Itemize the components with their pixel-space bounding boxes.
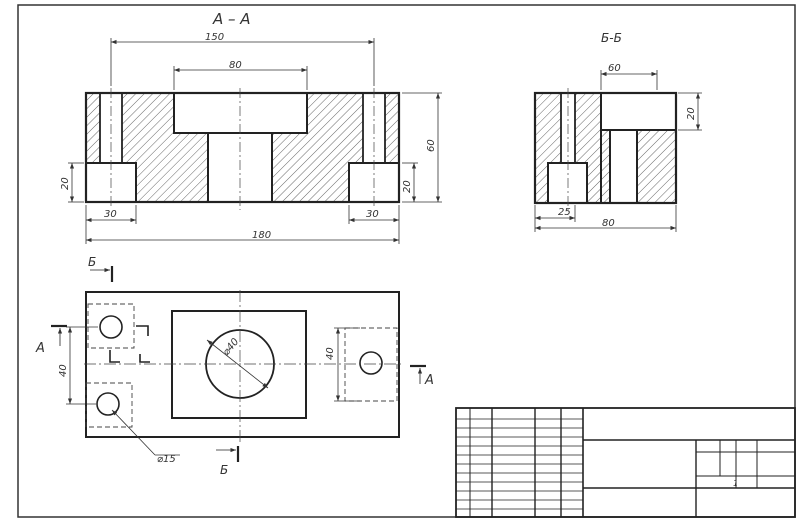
marker-a-left: А — [35, 341, 45, 356]
dim-20-side: 20 — [686, 107, 697, 120]
marker-b-top: Б — [88, 255, 96, 269]
plan-dimensions — [66, 326, 360, 405]
plan-view — [84, 290, 404, 456]
marker-a-right: А — [424, 373, 434, 388]
hole-15-bottom — [96, 392, 120, 416]
front-dimensions — [68, 38, 442, 244]
dim-80-top: 80 — [229, 60, 242, 71]
plan-pocket — [171, 310, 307, 419]
dim-80-side: 80 — [602, 218, 615, 229]
dim-60-side: 60 — [608, 63, 621, 74]
side-dimensions — [534, 70, 702, 232]
dim-dia40: ⌀40 — [221, 336, 241, 357]
marker-b-bottom: Б — [220, 463, 228, 477]
dim-150: 150 — [205, 32, 224, 43]
side-outline — [533, 91, 678, 205]
front-section-aa — [84, 88, 401, 210]
dim-40-plan-left: 40 — [58, 364, 69, 377]
cut-markers — [51, 266, 426, 462]
title-block — [455, 407, 796, 518]
dim-25: 25 — [558, 207, 571, 218]
section-aa-title: А – А — [212, 10, 251, 28]
dim-40-plan-right: 40 — [325, 347, 336, 360]
dim-dia15: ⌀15 — [157, 454, 176, 465]
dim-20-right: 20 — [402, 180, 413, 193]
dim-20-left: 20 — [60, 177, 71, 190]
sheet-mark: 1 — [733, 479, 738, 488]
dim-30-right: 30 — [366, 209, 379, 220]
section-bb-title: Б-Б — [601, 31, 622, 45]
dim-60-front: 60 — [426, 139, 437, 152]
dim-30-left: 30 — [104, 209, 117, 220]
dim-180: 180 — [252, 230, 271, 241]
plan-outline — [85, 291, 400, 438]
hole-15-right — [359, 351, 383, 375]
hole-15-top — [99, 315, 123, 339]
front-outline — [84, 91, 401, 204]
side-section-bb — [533, 88, 678, 210]
sheet-frame — [17, 4, 796, 518]
